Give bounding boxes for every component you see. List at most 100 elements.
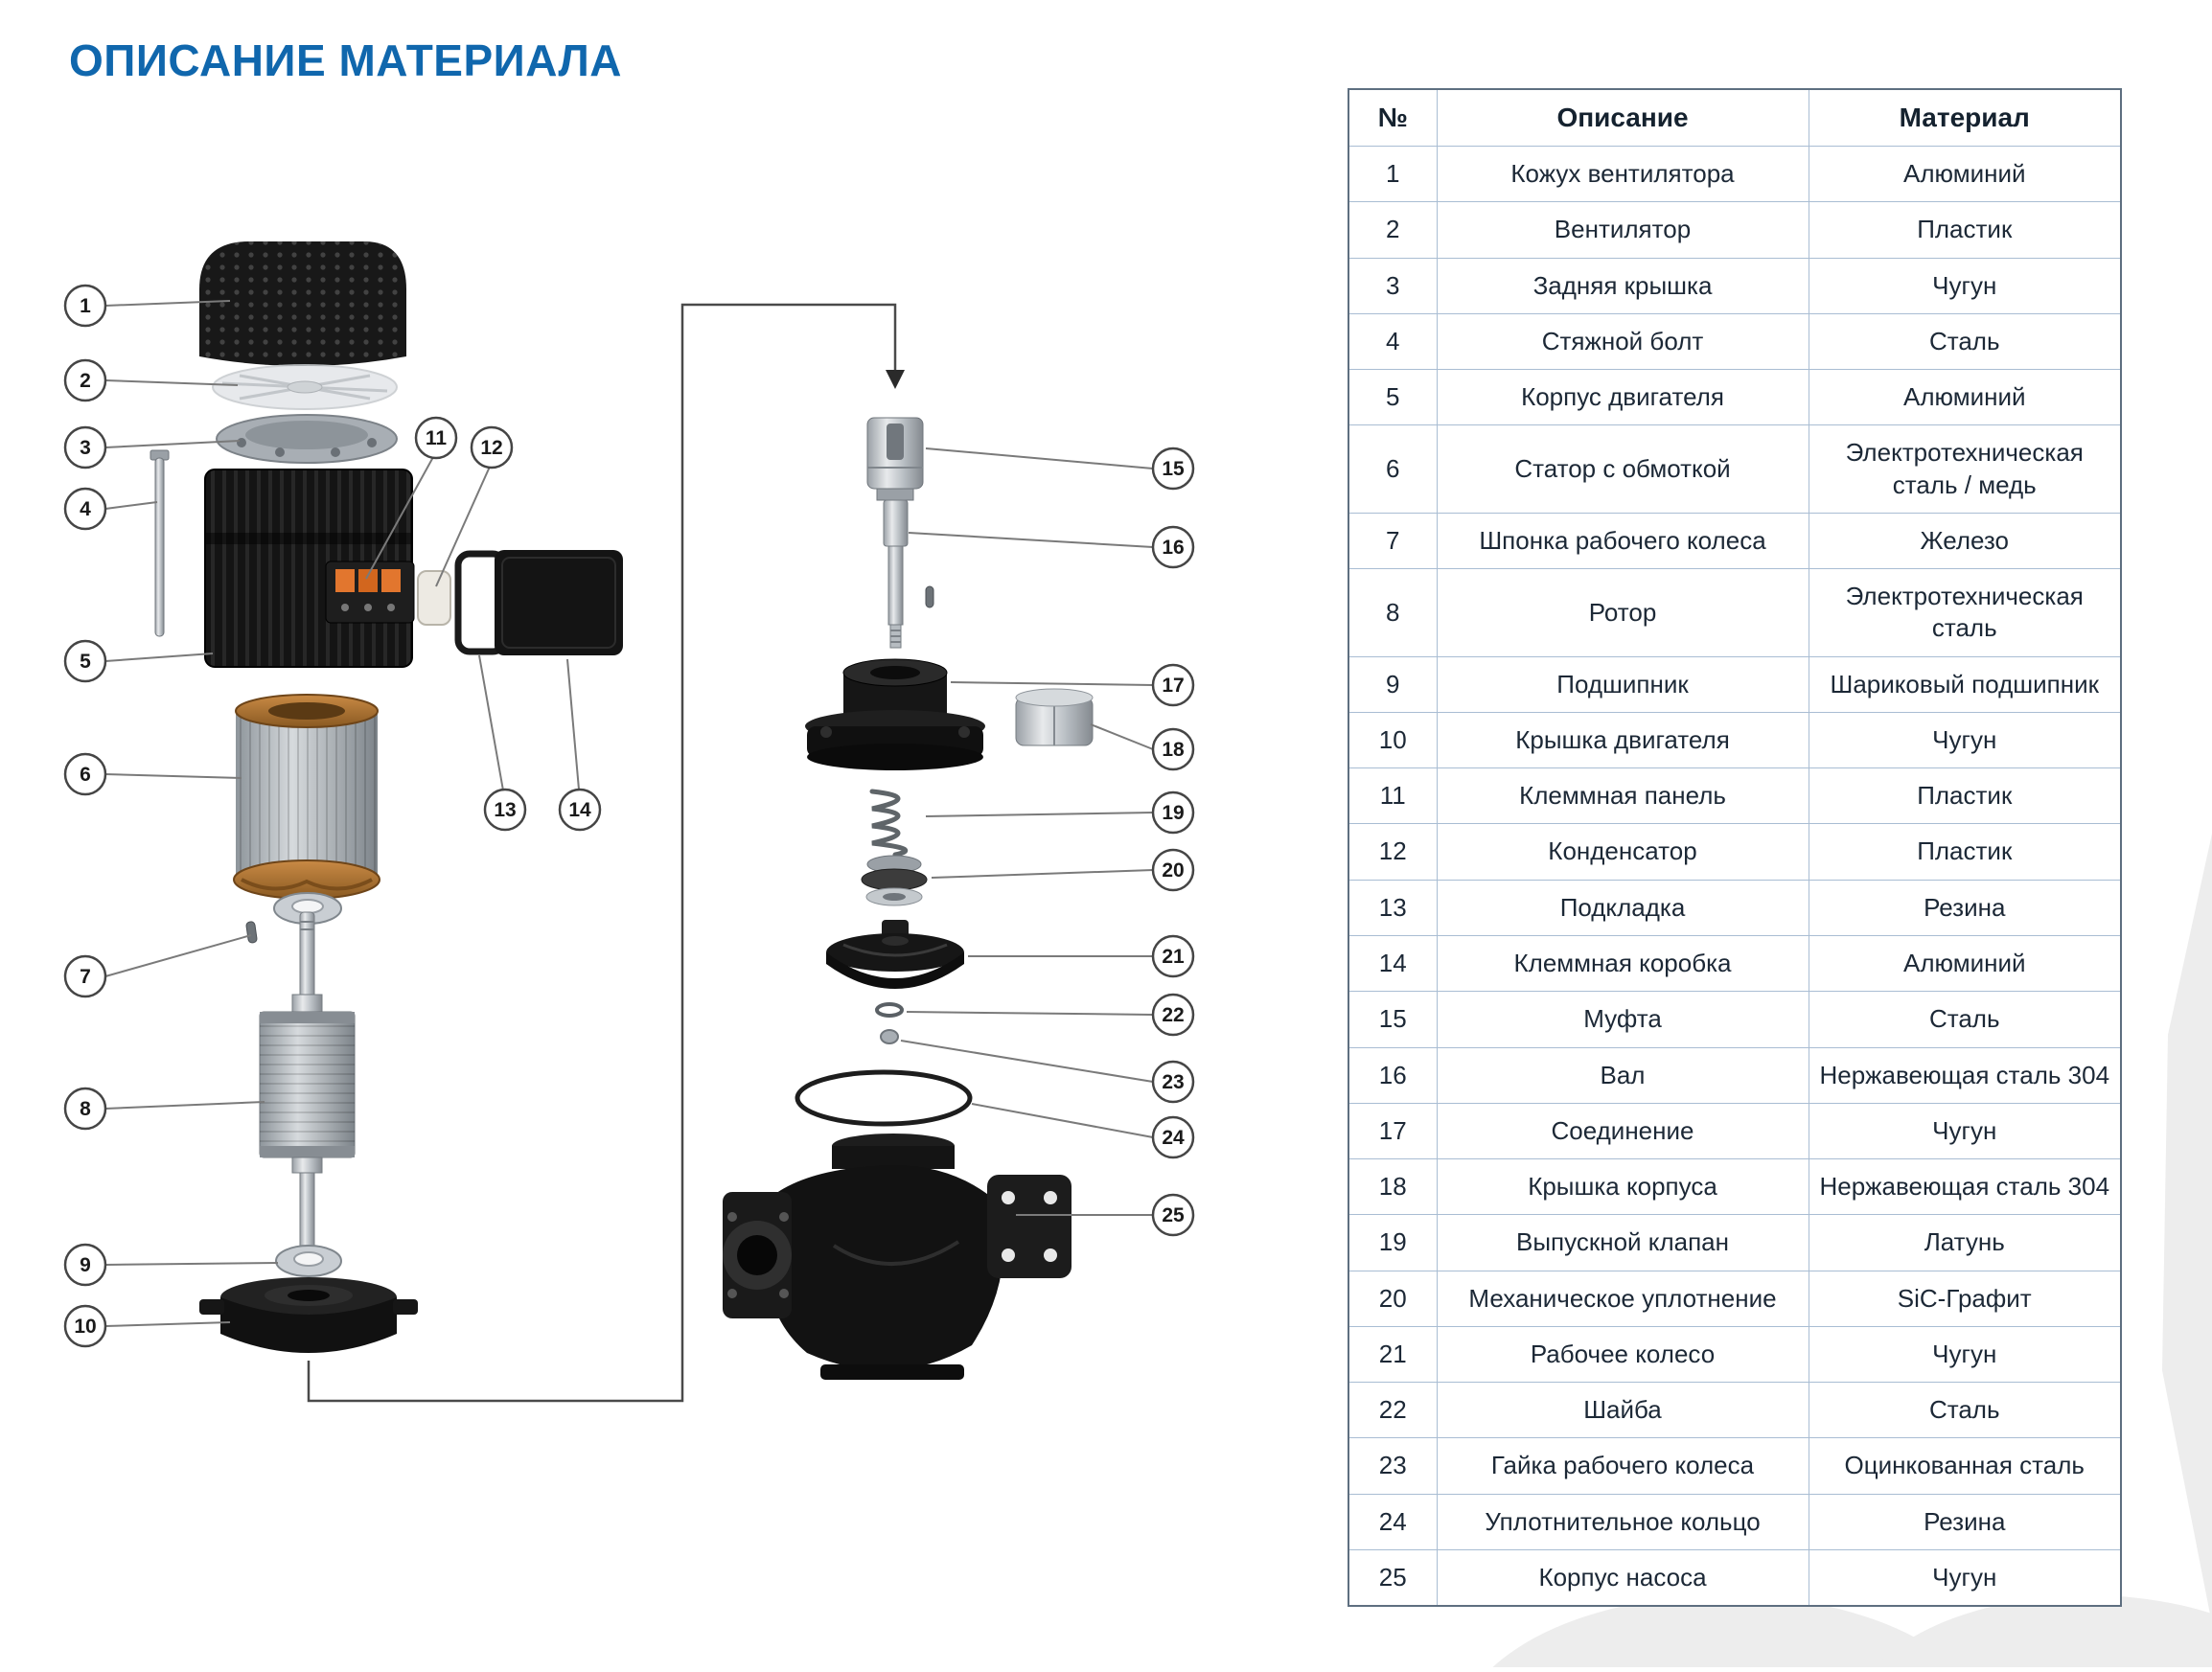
row-number-cell: 8 — [1348, 568, 1438, 657]
description-cell: Корпус двигателя — [1436, 369, 1809, 426]
row-number-cell: 22 — [1348, 1382, 1438, 1439]
watermark-shape — [1875, 1595, 2212, 1667]
callout-18: 18 — [1151, 727, 1195, 771]
callout-number-label: 18 — [1162, 739, 1185, 761]
material-cell: Сталь — [1808, 1382, 2122, 1439]
row-number-cell: 7 — [1348, 512, 1438, 570]
callout-circle — [1151, 934, 1195, 978]
row-number-cell: 20 — [1348, 1270, 1438, 1327]
callout-number-label: 3 — [80, 437, 91, 459]
callout-19: 19 — [1151, 790, 1195, 835]
callout-22: 22 — [1151, 993, 1195, 1037]
col-header-number: № — [1348, 88, 1438, 147]
callout-number-label: 1 — [80, 295, 91, 317]
callout-16: 16 — [1151, 525, 1195, 569]
callout-number-label: 15 — [1162, 458, 1185, 480]
callout-number-label: 2 — [80, 370, 91, 392]
description-cell: Подкладка — [1436, 879, 1809, 936]
arrow-down-icon — [886, 370, 905, 389]
description-cell: Ротор — [1436, 568, 1809, 657]
row-number-cell: 23 — [1348, 1437, 1438, 1495]
row-number-cell: 19 — [1348, 1214, 1438, 1271]
callout-number-label: 7 — [80, 966, 91, 988]
pump-housing-part — [723, 1134, 1071, 1380]
callout-9: 9 — [63, 1243, 107, 1287]
shaft-key-pin — [925, 585, 934, 608]
table-header-row: № Описание Материал — [1348, 88, 2122, 147]
row-number-cell: 2 — [1348, 201, 1438, 259]
row-number-cell: 10 — [1348, 711, 1438, 769]
callout-number-label: 24 — [1162, 1127, 1185, 1149]
callout-circle — [1151, 993, 1195, 1037]
row-number-cell: 14 — [1348, 934, 1438, 993]
outlet-valve-spring-part — [869, 789, 909, 858]
callout-circle — [1151, 727, 1195, 771]
row-number-cell: 16 — [1348, 1046, 1438, 1104]
callout-number-label: 16 — [1162, 537, 1184, 559]
callout-5: 5 — [63, 639, 107, 683]
description-cell: Крышка корпуса — [1436, 1158, 1809, 1216]
callout-number-label: 10 — [74, 1316, 96, 1338]
shaft-part — [883, 499, 909, 649]
description-cell: Корпус насоса — [1436, 1548, 1809, 1607]
row-number-cell: 1 — [1348, 145, 1438, 203]
callout-24: 24 — [1151, 1115, 1195, 1159]
material-cell: Алюминий — [1808, 934, 2122, 993]
material-cell: Чугун — [1808, 1325, 2122, 1384]
callout-number-label: 4 — [80, 498, 91, 520]
material-cell: Сталь — [1808, 312, 2122, 371]
callout-15: 15 — [1151, 447, 1195, 491]
callout-circle — [414, 416, 458, 460]
material-cell: Сталь — [1808, 991, 2122, 1048]
callout-25: 25 — [1151, 1193, 1195, 1237]
material-cell: Электротехническая сталь — [1808, 568, 2122, 657]
description-cell: Задняя крышка — [1436, 257, 1809, 314]
motor-cover-part — [199, 1277, 418, 1353]
callout-circle — [1151, 848, 1195, 892]
callout-circle — [1151, 525, 1195, 569]
callout-number-label: 12 — [480, 437, 502, 459]
callout-circle — [63, 752, 107, 796]
material-cell: Нержавеющая сталь 304 — [1808, 1158, 2122, 1216]
callout-number-label: 25 — [1162, 1204, 1185, 1226]
callout-number-label: 17 — [1162, 675, 1184, 697]
row-number-cell: 21 — [1348, 1325, 1438, 1384]
material-cell: Пластик — [1808, 823, 2122, 881]
row-number-cell: 11 — [1348, 767, 1438, 825]
callout-number-label: 8 — [80, 1098, 91, 1120]
callout-circle — [1151, 790, 1195, 835]
fan-cover-part — [199, 241, 406, 366]
callout-circle — [483, 788, 527, 832]
callout-number-label: 5 — [80, 651, 91, 673]
callout-number-label: 11 — [426, 427, 448, 449]
stator-part — [233, 694, 380, 900]
row-number-cell: 17 — [1348, 1102, 1438, 1160]
callout-7: 7 — [63, 954, 107, 998]
page-title: ОПИСАНИЕ МАТЕРИАЛА — [69, 35, 622, 85]
row-number-cell: 3 — [1348, 257, 1438, 314]
material-cell: Чугун — [1808, 1548, 2122, 1607]
material-cell: Пластик — [1808, 201, 2122, 259]
assembly-connector-line — [307, 303, 905, 1403]
coupling-part — [866, 417, 924, 501]
callout-circle — [63, 1304, 107, 1348]
callout-4: 4 — [63, 487, 107, 531]
description-cell: Выпускной клапан — [1436, 1214, 1809, 1271]
callout-circle — [63, 487, 107, 531]
watermark-shape — [2162, 834, 2212, 1624]
rear-cover-part — [216, 414, 398, 464]
description-cell: Рабочее колесо — [1436, 1325, 1809, 1384]
callout-circle — [1151, 447, 1195, 491]
